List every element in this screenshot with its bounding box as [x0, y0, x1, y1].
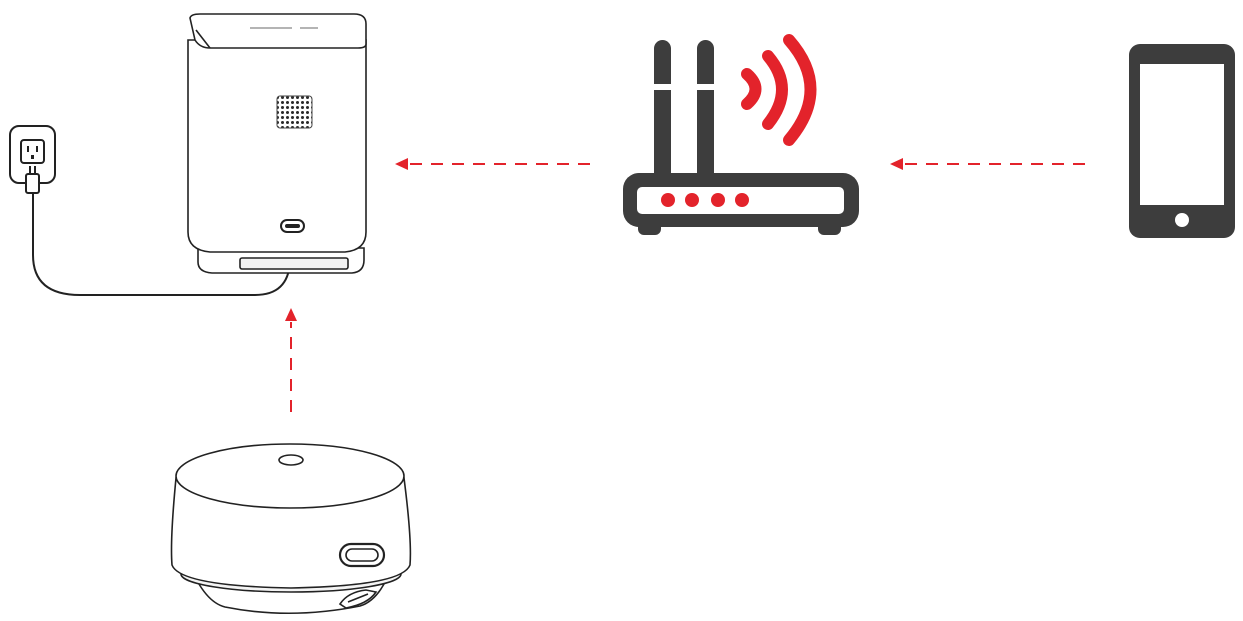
hub-device-icon	[187, 13, 367, 274]
arrow-sensor-to-hub	[285, 308, 297, 412]
wifi-router-icon	[623, 40, 859, 235]
power-cable	[32, 192, 292, 296]
arrow-router-to-hub	[395, 158, 590, 170]
router-led-4	[735, 193, 749, 207]
power-outlet-icon	[9, 125, 56, 194]
router-led-1	[661, 193, 675, 207]
phone-home-button	[1175, 213, 1189, 227]
smartphone-icon	[1129, 44, 1235, 238]
router-led-3	[711, 193, 725, 207]
wifi-signal-icon	[741, 34, 817, 146]
arrow-phone-to-router	[890, 158, 1085, 170]
sensor-device-icon	[170, 443, 412, 615]
router-led-2	[685, 193, 699, 207]
